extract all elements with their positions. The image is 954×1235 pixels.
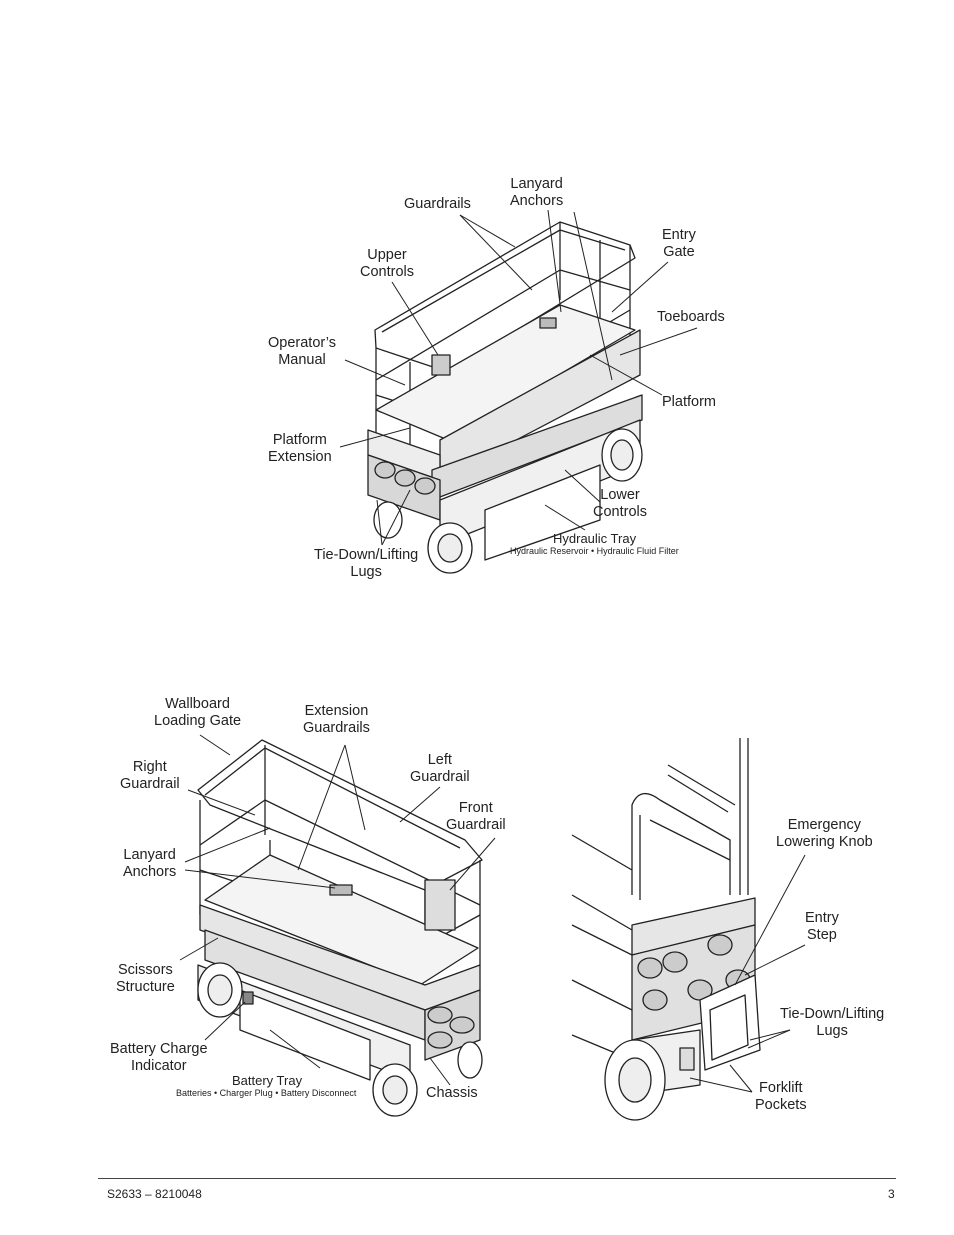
label-lanyard-anchors-2: Lanyard Anchors [123, 847, 177, 880]
diagram-2-leaders [179, 734, 496, 1086]
label-wallboard-loading-gate: Wallboard Loading Gate [154, 696, 242, 729]
label-battery-tray: Battery Tray [232, 1073, 303, 1088]
label-entry-gate: Entry Gate [662, 227, 696, 260]
label-scissors-structure: Scissors Structure [116, 962, 175, 995]
footer-doc-id: S2633 – 8210048 [107, 1187, 202, 1201]
label-tiedown-lugs-1: Tie-Down/Lifting Lugs [314, 547, 419, 580]
label-tiedown-lugs-3: Tie-Down/Lifting Lugs [780, 1006, 885, 1039]
label-lower-controls: Lower Controls [593, 487, 647, 520]
footer-divider [98, 1178, 896, 1179]
label-front-guardrail: Front Guardrail [446, 800, 506, 833]
label-extension-guardrails: Extension Guardrails [303, 703, 370, 736]
diagram-3-illustration [571, 738, 761, 1121]
diagram-3-leaders [689, 854, 806, 1093]
footer-page-number: 3 [888, 1187, 895, 1201]
label-hydraulic-tray: Hydraulic Tray [553, 531, 637, 546]
diagram-1-illustration [367, 221, 643, 574]
label-operators-manual: Operator’s Manual [268, 335, 336, 368]
label-hydraulic-tray-contents: Hydraulic Reservoir • Hydraulic Fluid Fi… [510, 546, 679, 556]
diagram-2-illustration [197, 739, 483, 1117]
label-toeboards: Toeboards [657, 309, 725, 325]
label-platform-extension: Platform Extension [268, 432, 332, 465]
label-entry-step: Entry Step [805, 910, 839, 943]
label-lanyard-anchors-1: Lanyard Anchors [510, 176, 564, 209]
label-upper-controls: Upper Controls [360, 247, 414, 280]
label-platform: Platform [662, 394, 716, 410]
diagram-1-leaders [339, 209, 698, 546]
label-forklift-pockets: Forklift Pockets [755, 1080, 807, 1113]
label-emergency-lowering-knob: Emergency Lowering Knob [776, 817, 873, 850]
label-right-guardrail: Right Guardrail [120, 759, 180, 792]
label-battery-tray-contents: Batteries • Charger Plug • Battery Disco… [176, 1088, 357, 1098]
label-left-guardrail: Left Guardrail [410, 752, 470, 785]
label-chassis: Chassis [426, 1085, 478, 1101]
label-battery-charge-indicator: Battery Charge Indicator [110, 1041, 208, 1074]
label-guardrails: Guardrails [404, 196, 471, 212]
